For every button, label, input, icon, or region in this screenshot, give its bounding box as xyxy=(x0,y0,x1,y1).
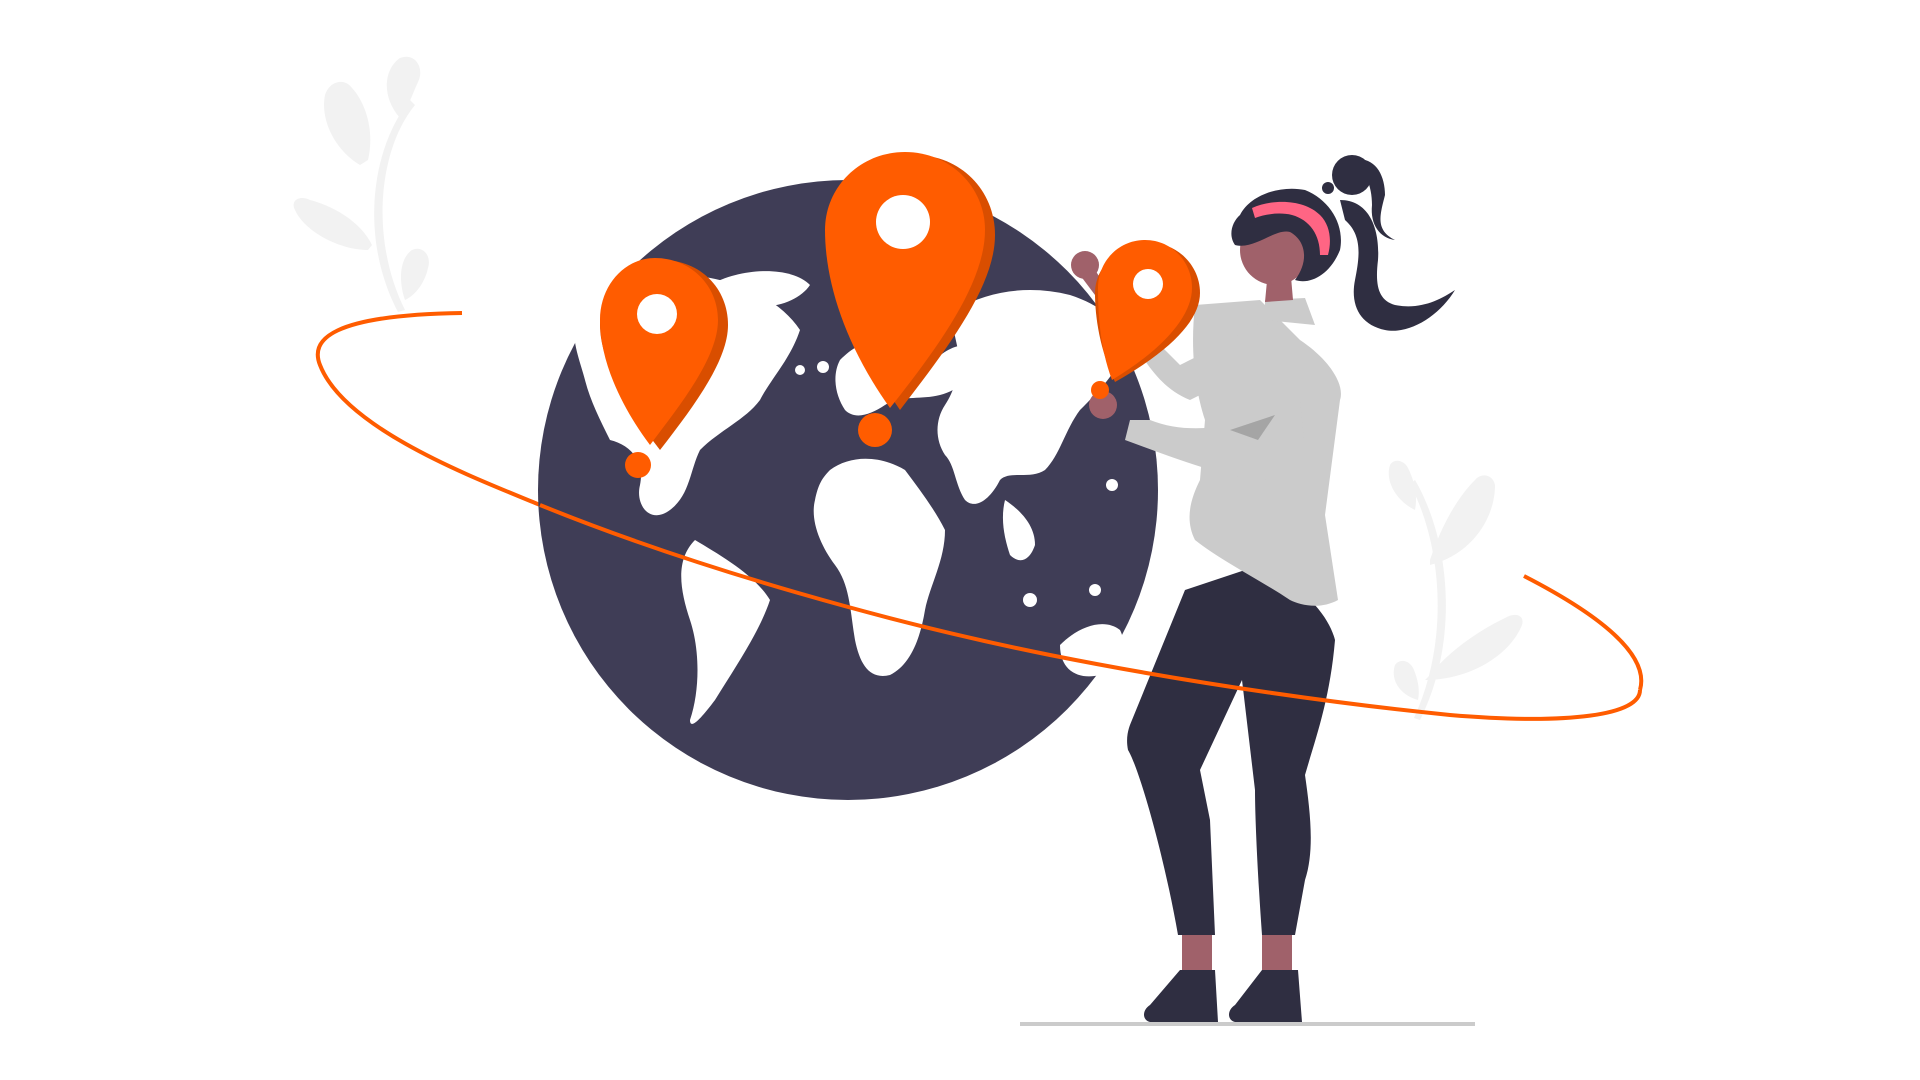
location-pin-left-icon xyxy=(600,258,728,478)
location-pin-right-icon xyxy=(1091,240,1200,399)
orbit-front-icon xyxy=(539,503,1642,721)
person-icon xyxy=(1020,155,1475,1026)
orbit-back-icon xyxy=(315,311,541,507)
leaf-branch-left-icon xyxy=(293,56,429,312)
leaf-branch-right-icon xyxy=(1388,460,1523,720)
ground-line xyxy=(1020,1022,1475,1026)
orbit-back-right-icon xyxy=(1523,574,1644,691)
location-pin-center-icon xyxy=(825,152,995,447)
